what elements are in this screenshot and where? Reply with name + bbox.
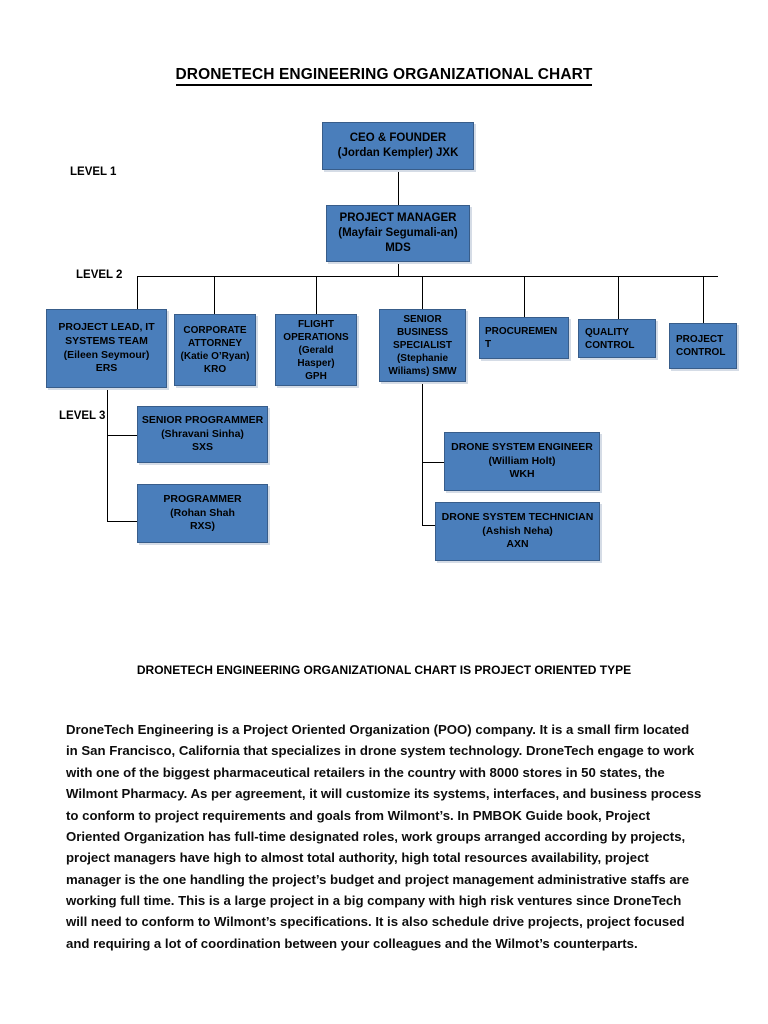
connector-to-programmer [107,521,137,522]
node-flight-operations-line-4: GPH [305,370,327,382]
node-senior-business-specialist[interactable]: SENIOR BUSINESS SPECIALIST (Stephanie Wi… [379,309,466,382]
connector-drop-project-lead-it [137,276,138,309]
connector-to-senior-programmer [107,435,137,436]
node-project-lead-line-1: PROJECT LEAD, IT [58,321,155,334]
connector-senior-business-spine [422,382,423,525]
node-programmer-line-3: RXS) [189,520,216,533]
node-corporate-attorney-line-1: CORPORATE [183,325,247,336]
node-corporate-attorney-line-3: (Katie O’Ryan) [180,351,250,362]
node-project-control-line-1: PROJECT [676,334,724,345]
node-senior-business-line-3: SPECIALIST [393,340,452,351]
node-senior-programmer-line-3: SXS [191,441,213,454]
connector-level2-bus [137,276,718,277]
node-ceo-line-1: CEO & FOUNDER [349,132,447,145]
level-label-2: LEVEL 2 [76,269,123,281]
page-title: DRONETECH ENGINEERING ORGANIZATIONAL CHA… [0,66,768,86]
node-procurement[interactable]: PROCUREMEN T [479,317,569,359]
node-drone-technician-line-1: DRONE SYSTEM TECHNICIAN [441,511,594,524]
node-drone-engineer-line-1: DRONE SYSTEM ENGINEER [451,441,593,454]
org-chart: LEVEL 1 LEVEL 2 LEVEL 3 CEO & FOUNDER (J… [46,122,737,561]
node-drone-engineer-line-3: WKH [509,468,535,481]
node-programmer-line-1: PROGRAMMER [163,493,242,506]
node-flight-operations[interactable]: FLIGHT OPERATIONS (Gerald Hasper) GPH [275,314,357,386]
node-project-control-line-2: CONTROL [676,347,726,358]
page-title-text: DRONETECH ENGINEERING ORGANIZATIONAL CHA… [175,66,593,86]
node-drone-technician-line-2: (Ashish Neha) [482,524,553,537]
connector-drop-quality-control [618,276,619,319]
node-project-manager-line-2: (Mayfair Segumali-an) [338,227,458,240]
connector-to-drone-system-technician [422,525,444,526]
node-ceo-founder[interactable]: CEO & FOUNDER (Jordan Kempler) JXK [322,122,474,170]
level-label-3: LEVEL 3 [59,410,106,422]
connector-drop-corporate-attorney [214,276,215,314]
connector-project-manager-down [398,262,399,276]
level-label-1: LEVEL 1 [70,166,117,178]
body-paragraph: DroneTech Engineering is a Project Orien… [66,722,702,951]
node-programmer[interactable]: PROGRAMMER (Rohan Shah RXS) [137,484,268,543]
node-procurement-line-2: T [485,339,492,350]
node-procurement-line-1: PROCUREMEN [485,326,558,337]
node-senior-programmer[interactable]: SENIOR PROGRAMMER (Shravani Sinha) SXS [137,406,268,463]
node-quality-control-line-2: CONTROL [585,339,635,351]
node-project-lead-it-systems-team[interactable]: PROJECT LEAD, IT SYSTEMS TEAM (Eileen Se… [46,309,167,388]
connector-drop-senior-business-specialist [422,276,423,309]
node-corporate-attorney-line-2: ATTORNEY [187,338,243,349]
node-drone-engineer-line-2: (William Holt) [488,454,556,467]
node-flight-operations-line-3: (Gerald Hasper) [297,344,335,369]
connector-project-lead-spine [107,388,108,522]
node-flight-operations-line-1: FLIGHT [297,318,335,330]
node-senior-business-line-4: (Stephanie [396,353,449,364]
node-senior-programmer-line-2: (Shravani Sinha) [161,427,244,440]
connector-drop-flight-operations [316,276,317,314]
node-drone-system-technician[interactable]: DRONE SYSTEM TECHNICIAN (Ashish Neha) AX… [435,502,600,561]
node-senior-business-line-1: SENIOR [403,314,442,325]
node-project-lead-line-2: SYSTEMS TEAM [65,334,148,347]
chart-subtitle: DRONETECH ENGINEERING ORGANIZATIONAL CHA… [136,663,632,677]
connector-to-drone-system-engineer [422,462,444,463]
node-programmer-line-2: (Rohan Shah [170,506,235,519]
connector-drop-procurement [524,276,525,317]
node-corporate-attorney-line-4: KRO [203,364,227,375]
node-project-manager[interactable]: PROJECT MANAGER (Mayfair Segumali-an) MD… [326,205,470,262]
node-senior-business-line-5: Wiliams) SMW [388,366,457,377]
node-senior-business-line-2: BUSINESS [396,327,449,338]
node-project-lead-line-4: ERS [95,362,118,375]
node-project-manager-line-3: MDS [385,241,411,254]
node-project-lead-line-3: (Eileen Seymour) [63,348,150,361]
node-corporate-attorney[interactable]: CORPORATE ATTORNEY (Katie O’Ryan) KRO [174,314,256,386]
node-quality-control[interactable]: QUALITY CONTROL [578,319,656,358]
node-flight-operations-line-2: OPERATIONS [283,331,349,343]
node-project-manager-line-1: PROJECT MANAGER [339,212,457,225]
connector-ceo-to-project-manager [398,170,399,205]
node-ceo-line-2: (Jordan Kempler) JXK [337,147,459,159]
node-drone-technician-line-3: AXN [506,538,529,551]
node-project-control[interactable]: PROJECT CONTROL [669,323,737,369]
node-senior-programmer-line-1: SENIOR PROGRAMMER [141,414,264,427]
node-drone-system-engineer[interactable]: DRONE SYSTEM ENGINEER (William Holt) WKH [444,432,600,491]
node-quality-control-line-1: QUALITY [585,326,629,338]
connector-drop-project-control [703,276,704,323]
